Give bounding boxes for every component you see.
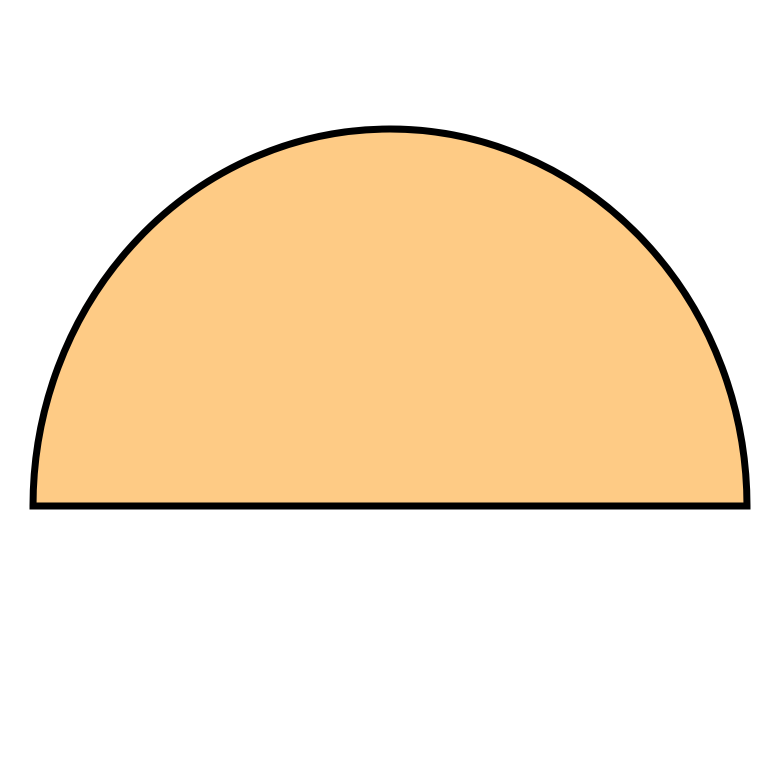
semicircle-shape: [29, 125, 751, 510]
